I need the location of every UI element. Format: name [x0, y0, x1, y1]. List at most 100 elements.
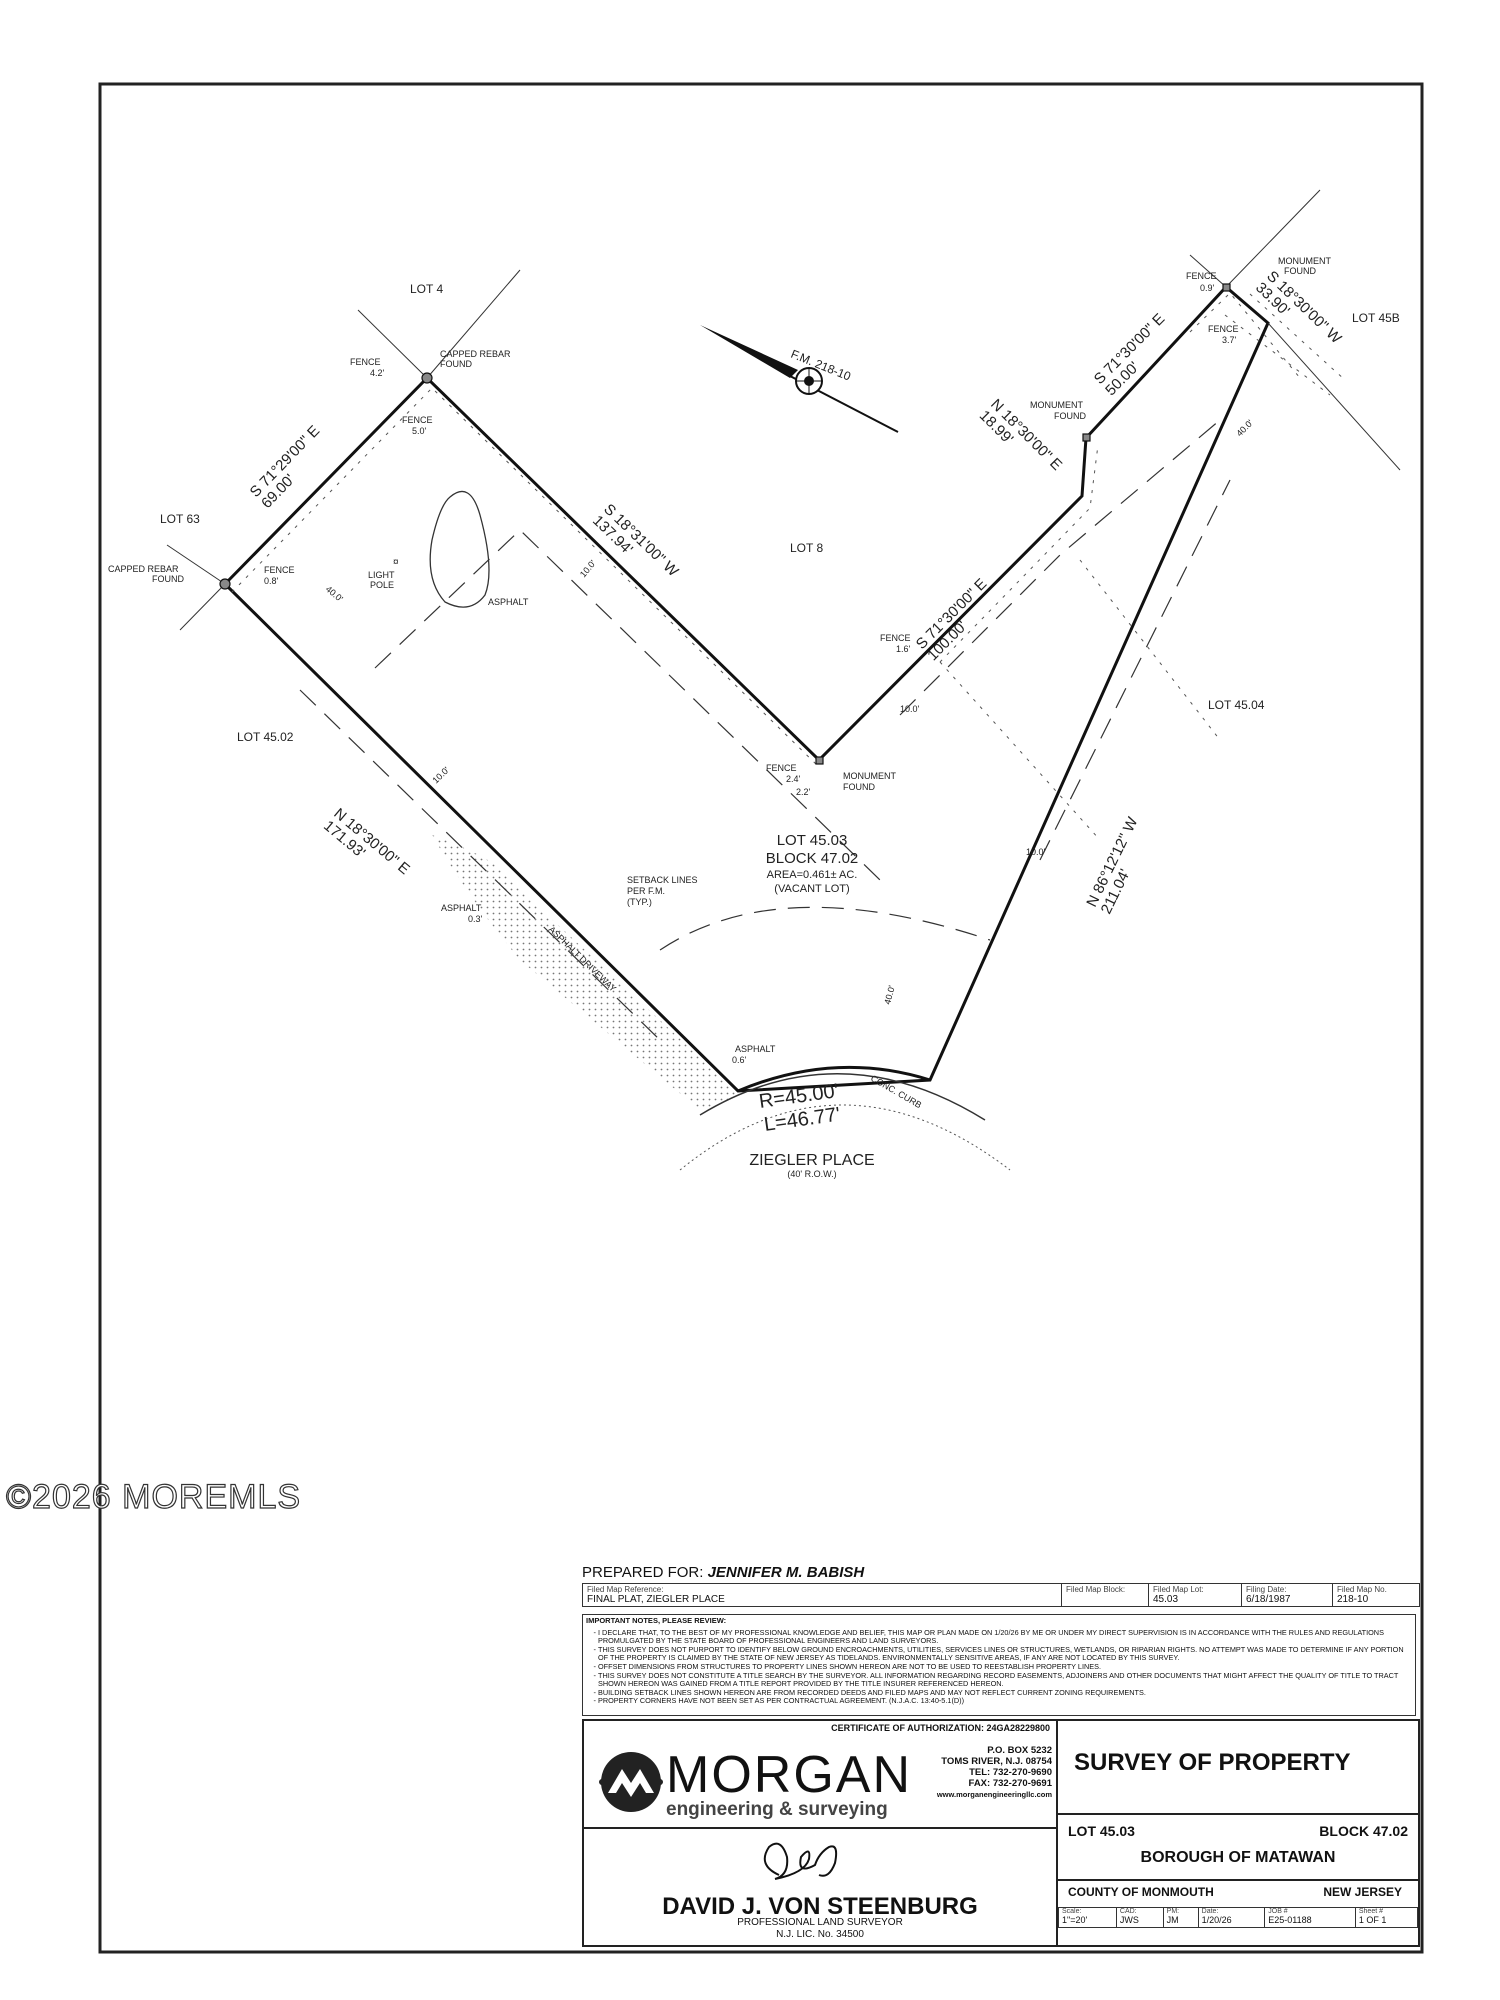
note-item: THIS SURVEY DOES NOT PURPORT TO IDENTIFY…	[598, 1645, 1412, 1663]
company-logo-area: MORGAN engineering & surveying P.O. BOX …	[584, 1735, 1056, 1829]
job-number: E25-01188	[1268, 1915, 1312, 1925]
fence-dim-4: 0.9'	[1200, 283, 1215, 293]
cad: JWS	[1119, 1915, 1139, 1925]
company-block: CERTIFICATE OF AUTHORIZATION: 24GA282298…	[584, 1721, 1058, 1945]
bearing-6: S 18°30'00" W33.90'	[1252, 268, 1345, 360]
filed-map-no: 218-10	[1337, 1594, 1369, 1605]
filing-date: 6/18/1987	[1246, 1594, 1291, 1605]
fence-label-5: FENCE	[1208, 324, 1239, 334]
company-web: www.morganengineeringllc.com	[936, 1790, 1052, 1799]
monument-label-3: MONUMENT	[843, 771, 896, 781]
certificate-of-authorization: CERTIFICATE OF AUTHORIZATION: 24GA282298…	[831, 1723, 1050, 1733]
dim-10-2: 10.0'	[430, 765, 451, 786]
light-pole-icon: ¤	[393, 557, 399, 568]
street-row: (40' R.O.W.)	[787, 1169, 836, 1179]
fence-label-4: FENCE	[1186, 271, 1217, 281]
fence-label-7: FENCE	[766, 763, 797, 773]
scale-label: Scale:	[1062, 1908, 1082, 1915]
note-item: OFFSET DIMENSIONS FROM STRUCTURES TO PRO…	[598, 1662, 1412, 1672]
bearing-3: S 71°30'00" E100.00'	[913, 575, 1002, 664]
filed-map-reference-table: Filed Map Reference:FINAL PLAT, ZIEGLER …	[582, 1583, 1420, 1607]
monument-found-3: FOUND	[843, 782, 875, 792]
setback-lines	[299, 419, 1231, 1041]
setback-label-3: (TYP.)	[627, 897, 652, 907]
notes-header: IMPORTANT NOTES, PLEASE REVIEW:	[586, 1616, 727, 1625]
title-lot: LOT 45.03	[1068, 1823, 1135, 1839]
client-name: JENNIFER M. BABISH	[707, 1564, 865, 1581]
fence-label-1: FENCE	[350, 357, 381, 367]
survey-info-block: SURVEY OF PROPERTY LOT 45.03 BLOCK 47.02…	[1058, 1721, 1419, 1945]
note-item: BUILDING SETBACK LINES SHOWN HEREON ARE …	[598, 1688, 1412, 1698]
lot-4-label: LOT 4	[410, 282, 443, 296]
address-line-2: TOMS RIVER, N.J. 08754	[941, 1756, 1052, 1767]
lot-4502-label: LOT 45.02	[237, 730, 294, 744]
sheet-label: Sheet #	[1358, 1908, 1383, 1915]
watermark: ©2026 MOREMLS	[5, 1477, 302, 1516]
company-address: P.O. BOX 5232 TOMS RIVER, N.J. 08754 TEL…	[902, 1745, 1052, 1800]
filed-map-lot: 45.03	[1153, 1594, 1179, 1605]
fence-dim-5: 3.7'	[1222, 335, 1237, 345]
filed-map-lot-label: Filed Map Lot:	[1153, 1585, 1204, 1594]
street-name: ZIEGLER PLACE	[749, 1152, 874, 1169]
fence-dim-7: 2.4'	[786, 774, 801, 784]
monument-found-2: FOUND	[1054, 411, 1086, 421]
cad-label: CAD:	[1119, 1908, 1137, 1915]
curb-label: CONC. CURB	[869, 1073, 923, 1110]
rebar-found-1: FOUND	[440, 359, 472, 369]
company-tel: TEL: 732-270-9690	[969, 1767, 1052, 1778]
rebar-found-2: FOUND	[152, 574, 184, 584]
fence-dim-2: 5.0'	[412, 426, 427, 436]
dim-40-2: 40.0'	[1234, 418, 1255, 439]
dim-40-3: 40.0'	[882, 984, 897, 1005]
important-notes: IMPORTANT NOTES, PLEASE REVIEW: I DECLAR…	[582, 1614, 1416, 1716]
north-arrow-icon	[700, 325, 899, 433]
corner-markers	[219, 283, 1231, 765]
filed-map-reference: FINAL PLAT, ZIEGLER PLACE	[587, 1594, 725, 1605]
subject-area: AREA=0.461± AC.	[767, 869, 858, 881]
rebar-label-1: CAPPED REBAR	[440, 349, 511, 359]
asphalt-island	[429, 490, 490, 608]
monument-label-1: MONUMENT	[1278, 256, 1331, 266]
drawing-meta-table: Scale:1"=20' CAD:JWS PM:JM Date:1/20/26 …	[1058, 1907, 1419, 1928]
filing-date-label: Filing Date:	[1246, 1585, 1287, 1594]
asphalt-dim-3: 0.6'	[732, 1055, 747, 1065]
bearing-1: S 71°29'00" E69.00'	[247, 422, 335, 512]
note-item: THIS SURVEY DOES NOT CONSTITUTE A TITLE …	[598, 1671, 1412, 1689]
scale: 1"=20'	[1062, 1915, 1088, 1925]
setback-label-1: SETBACK LINES	[627, 875, 698, 885]
bearing-7: N 86°12'12" W211.04'	[1083, 814, 1156, 917]
note-item: I DECLARE THAT, TO THE BEST OF MY PROFES…	[598, 1628, 1412, 1646]
dim-10-1: 10.0'	[578, 558, 598, 579]
company-fax: FAX: 732-270-9691	[968, 1778, 1052, 1789]
adjoining-lot-lines	[166, 189, 1401, 631]
monument-label-2: MONUMENT	[1030, 400, 1083, 410]
lot-4504-label: LOT 45.04	[1208, 698, 1265, 712]
sheet-border	[98, 82, 1424, 1954]
borough: BOROUGH OF MATAWAN	[1140, 1849, 1336, 1866]
surveyor-license: N.J. LIC. No. 34500	[776, 1929, 864, 1940]
light-pole-1: LIGHT	[368, 570, 395, 580]
address-line-1: P.O. BOX 5232	[987, 1745, 1052, 1756]
county-line: COUNTY OF MONMOUTH NEW JERSEY	[1068, 1885, 1408, 1899]
monument-found-1: FOUND	[1284, 266, 1316, 276]
morgan-logo-icon	[599, 1752, 663, 1812]
rebar-label-2: CAPPED REBAR	[108, 564, 179, 574]
title-block-number: BLOCK 47.02	[1319, 1823, 1408, 1839]
asphalt-driveway-area	[432, 835, 740, 1110]
lot-8-label: LOT 8	[790, 541, 823, 555]
lot-45b-label: LOT 45B	[1352, 311, 1400, 325]
lot-63-label: LOT 63	[160, 512, 200, 526]
curb-arc	[699, 1073, 986, 1121]
bearing-2: S 18°31'00" W137.94'	[589, 501, 682, 593]
fence-dim-6: 1.6'	[896, 644, 911, 654]
prepared-for-label: PREPARED FOR:	[582, 1564, 704, 1581]
job-label: JOB #	[1268, 1908, 1288, 1915]
asphalt-label-3: ASPHALT	[735, 1044, 776, 1054]
state: NEW JERSEY	[1323, 1885, 1402, 1899]
light-pole-2: POLE	[370, 580, 394, 590]
front-curve	[737, 1065, 931, 1093]
asphalt-label-1: ASPHALT	[488, 597, 529, 607]
surveyor-title: PROFESSIONAL LAND SURVEYOR	[737, 1917, 903, 1928]
sheet-number: 1 OF 1	[1358, 1915, 1387, 1925]
